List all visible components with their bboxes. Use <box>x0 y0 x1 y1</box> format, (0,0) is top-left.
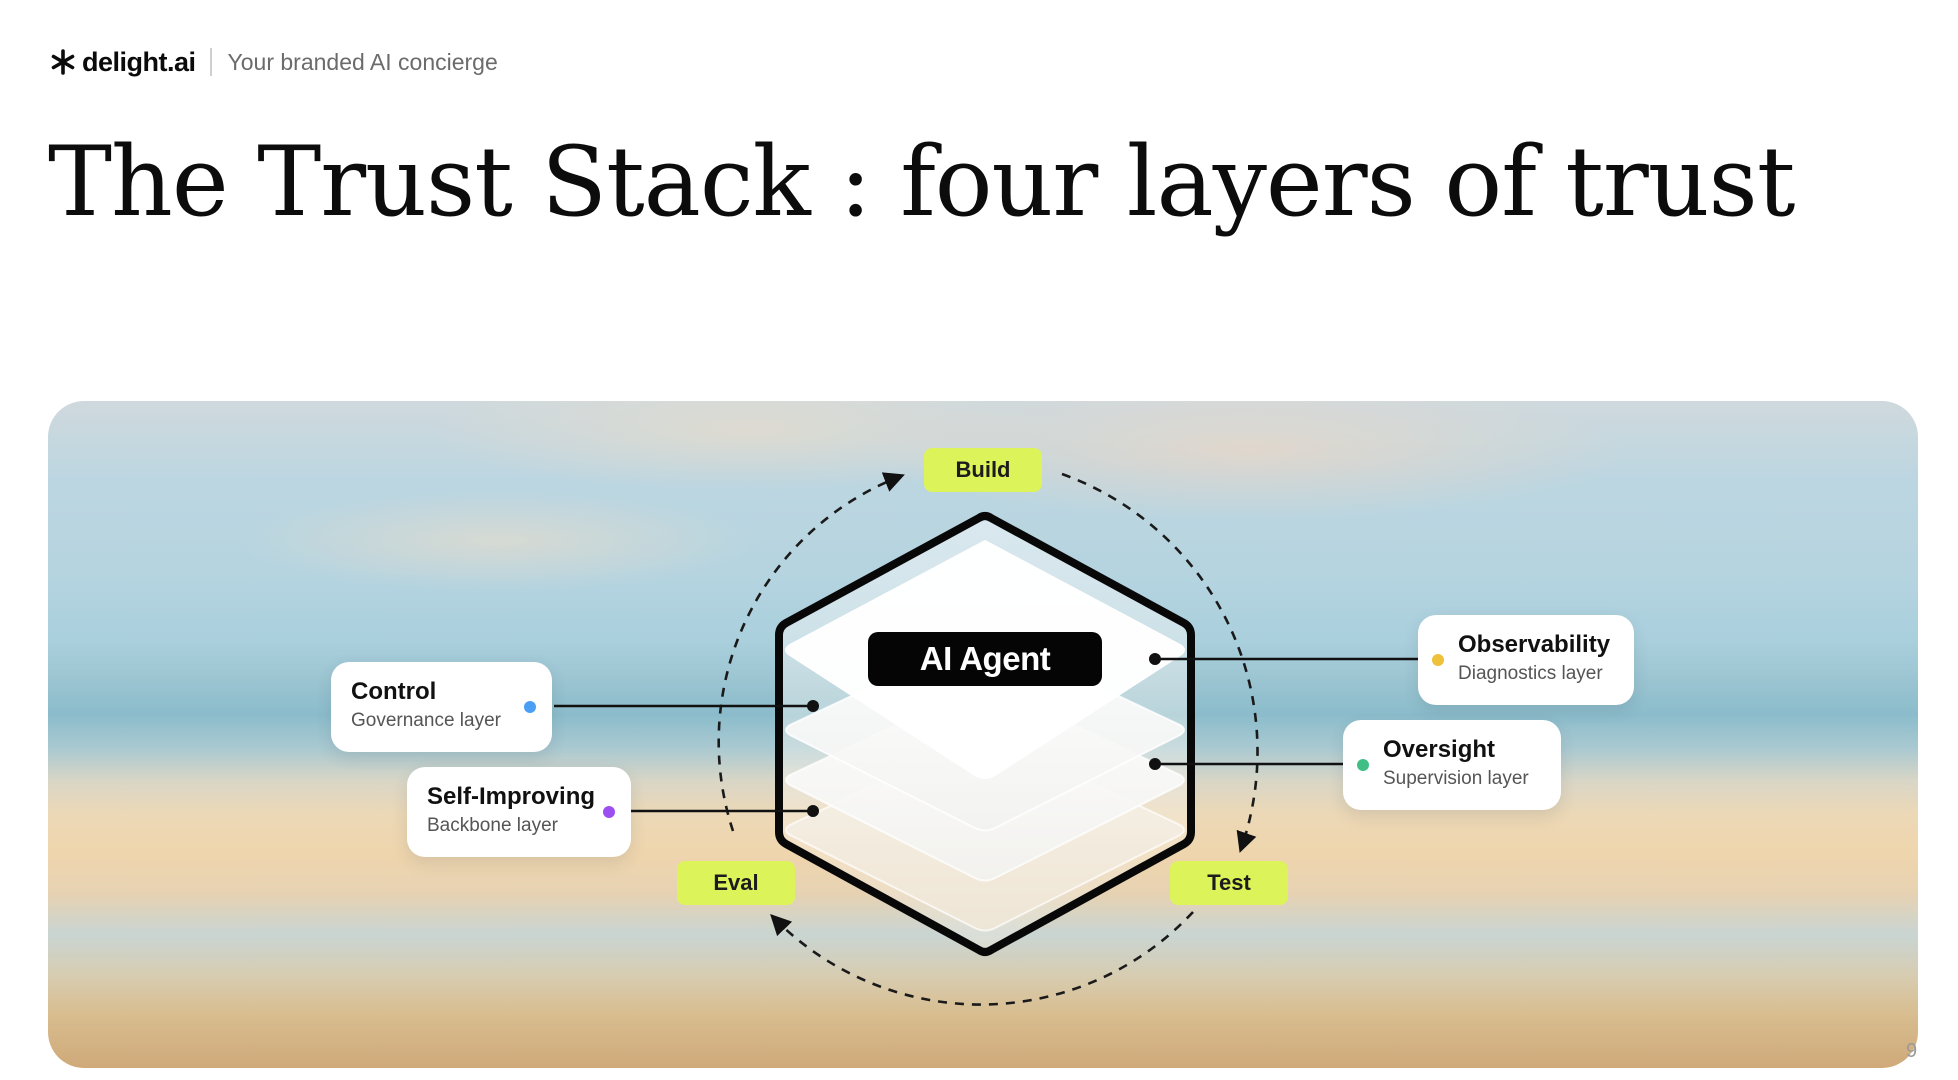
header-divider <box>209 48 212 76</box>
layer-name: Oversight <box>1383 736 1496 763</box>
layer-name: Control <box>351 678 437 705</box>
arc-build-to-test <box>1061 472 1259 853</box>
layer-subtitle: Governance layer <box>351 710 501 731</box>
anchor-observability <box>1149 653 1161 665</box>
cycle-test: Test <box>1170 861 1288 905</box>
status-dot <box>1432 654 1444 666</box>
layer-subtitle: Supervision layer <box>1383 768 1529 789</box>
status-dot <box>603 806 615 818</box>
layer-name: Self-Improving <box>427 783 596 810</box>
cycle-eval: Eval <box>677 861 795 905</box>
layer-card-observability: Observability Diagnostics layer <box>1418 615 1634 705</box>
brand-logo: delight.ai <box>50 47 196 78</box>
arc-test-to-eval <box>770 911 1194 1006</box>
page-title: The Trust Stack : four layers of trust <box>48 126 1795 238</box>
cycle-build: Build <box>924 448 1042 492</box>
status-dot <box>1357 759 1369 771</box>
ai-agent-label: AI Agent <box>868 632 1102 686</box>
asterisk-icon <box>50 49 76 75</box>
status-dot <box>524 701 536 713</box>
brand-name: delight.ai <box>82 46 196 77</box>
connectors <box>554 657 1418 813</box>
anchor-self-improving <box>807 805 819 817</box>
brand-tagline: Your branded AI concierge <box>227 48 498 75</box>
page-number: 9 <box>1906 1040 1918 1062</box>
connector-dots <box>807 653 1161 817</box>
diagram-panel <box>48 401 1918 1068</box>
layer-card-control: Control Governance layer <box>331 662 552 752</box>
layer-name: Observability <box>1458 631 1611 658</box>
anchor-control <box>807 700 819 712</box>
layer-subtitle: Backbone layer <box>427 815 558 836</box>
cycle-arrows <box>717 472 1259 1006</box>
layer-subtitle: Diagnostics layer <box>1458 663 1603 684</box>
layer-card-oversight: Oversight Supervision layer <box>1343 720 1561 810</box>
trust-stack-diagram <box>554 472 1418 1006</box>
header: delight.ai Your branded AI concierge <box>50 44 498 80</box>
layer-card-self-improving: Self-Improving Backbone layer <box>407 767 631 857</box>
anchor-oversight <box>1149 758 1161 770</box>
